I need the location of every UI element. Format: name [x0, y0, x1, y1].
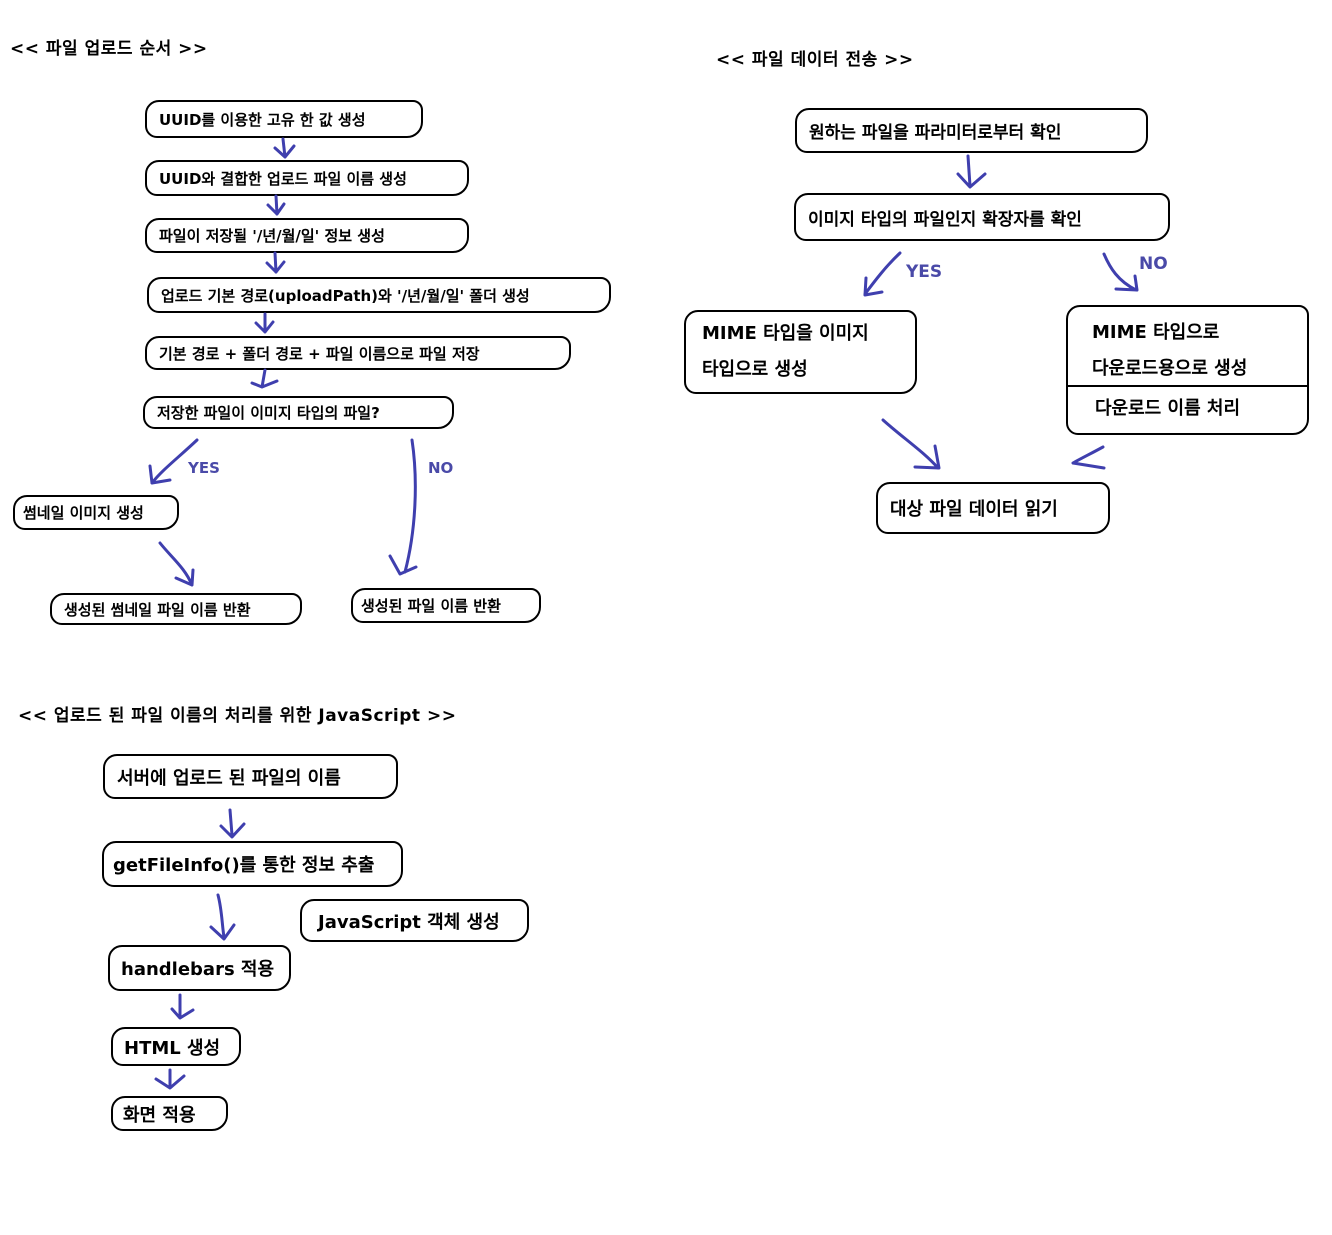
arrow-s1-2 [266, 194, 286, 216]
upload-step-date-info: 파일이 저장될 '/년/월/일' 정보 생성 [145, 218, 469, 253]
upload-step-filename: UUID와 결합한 업로드 파일 이름 생성 [145, 160, 469, 196]
js-side-note-object: JavaScript 객체 생성 [300, 899, 529, 942]
arrow-s3-1 [219, 808, 246, 839]
js-step-html: HTML 생성 [111, 1027, 241, 1066]
transfer-yes-label: YES [906, 262, 943, 282]
js-section-title: << 업로드 된 파일 이름의 처리를 위한 JavaScript >> [18, 706, 457, 726]
js-step-getfileinfo: getFileInfo()를 통한 정보 추출 [102, 841, 403, 887]
arrow-s1-4 [254, 312, 275, 334]
js-step-handlebars: handlebars 적용 [108, 945, 291, 991]
arrow-s2-left-final [881, 418, 941, 470]
upload-yes-label: YES [188, 459, 220, 477]
js-step-server-filename: 서버에 업로드 된 파일의 이름 [103, 754, 398, 799]
upload-step-save: 기본 경로 + 폴더 경로 + 파일 이름으로 파일 저장 [145, 336, 571, 370]
transfer-step-check-ext: 이미지 타입의 파일인지 확장자를 확인 [794, 193, 1170, 241]
transfer-mime-image-line1: MIME 타입을 이미지 [702, 323, 869, 344]
transfer-mime-download-box: MIME 타입으로 다운로드용으로 생성 다운로드 이름 처리 [1066, 305, 1309, 435]
transfer-mime-download-line2: 다운로드용으로 생성 [1092, 358, 1248, 379]
arrow-s2-yes [863, 251, 902, 297]
transfer-final-read: 대상 파일 데이터 읽기 [876, 482, 1110, 534]
upload-step-uuid: UUID를 이용한 고유 한 값 생성 [145, 100, 423, 138]
arrow-s1-1 [273, 137, 296, 159]
upload-no-label: NO [428, 459, 454, 477]
transfer-step-check-param: 원하는 파일을 파라미터로부터 확인 [795, 108, 1148, 153]
arrow-s1-thumb [158, 541, 195, 587]
arrow-s3-2 [209, 893, 236, 941]
transfer-download-name-line: 다운로드 이름 처리 [1095, 398, 1241, 419]
arrow-s1-5 [250, 368, 279, 389]
js-step-render: 화면 적용 [111, 1096, 228, 1131]
arrow-s2-1 [956, 154, 987, 189]
transfer-mime-image-box: MIME 타입을 이미지 타입으로 생성 [684, 310, 917, 394]
arrow-s3-4 [154, 1068, 186, 1090]
transfer-section-title: << 파일 데이터 전송 >> [716, 50, 914, 70]
upload-thumbnail-result: 생성된 썸네일 파일 이름 반환 [50, 593, 302, 625]
arrow-s2-right-final [1071, 445, 1106, 470]
upload-thumbnail-step: 썸네일 이미지 생성 [13, 495, 179, 530]
arrow-s3-3 [170, 993, 195, 1020]
upload-step-is-image: 저장한 파일이 이미지 타입의 파일? [143, 396, 454, 429]
transfer-no-label: NO [1139, 254, 1168, 274]
upload-file-result: 생성된 파일 이름 반환 [351, 588, 541, 623]
arrow-s1-3 [265, 251, 286, 274]
transfer-box-divider [1068, 385, 1307, 387]
arrow-s2-no [1102, 252, 1139, 292]
transfer-mime-image-line2: 타입으로 생성 [702, 359, 808, 380]
transfer-mime-download-line1: MIME 타입으로 [1092, 322, 1220, 343]
upload-step-folder: 업로드 기본 경로(uploadPath)와 '/년/월/일' 폴더 생성 [147, 277, 611, 313]
upload-section-title: << 파일 업로드 순서 >> [10, 39, 208, 59]
arrow-s1-no [388, 438, 418, 576]
